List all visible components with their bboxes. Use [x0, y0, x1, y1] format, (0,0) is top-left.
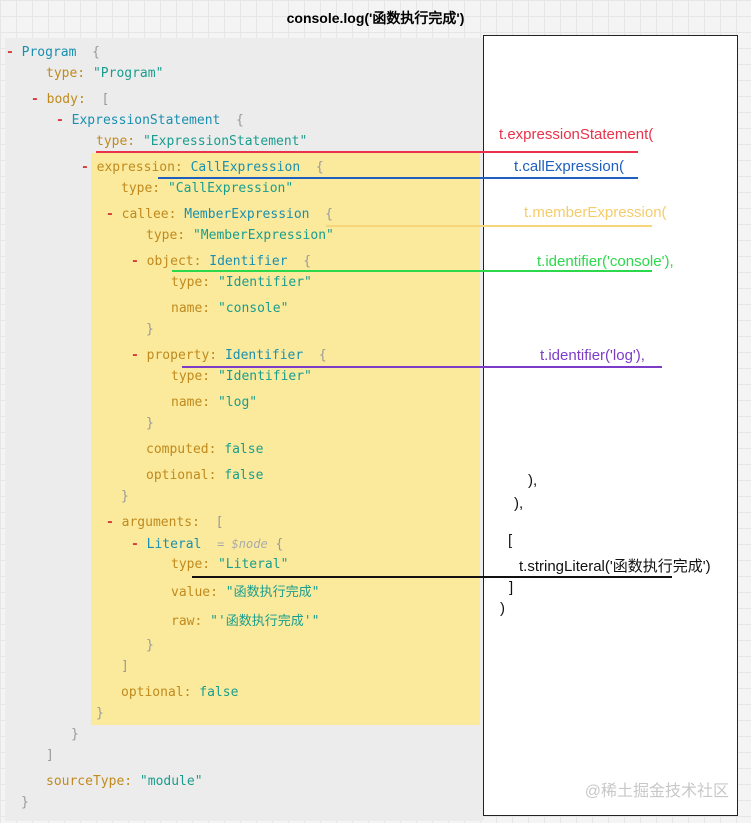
- ast-program-line: - Program {: [6, 45, 100, 60]
- rule-member-expression: [326, 225, 652, 227]
- page-title: console.log('函数执行完成'): [286, 10, 465, 26]
- ast-member-expression-type: type: "MemberExpression": [146, 228, 334, 243]
- ast-expression-line: - expression: CallExpression {: [81, 160, 324, 175]
- ast-member-optional: optional: false: [146, 468, 264, 483]
- builder-member-expression: t.memberExpression(: [524, 204, 667, 221]
- ast-body-line: - body: [: [31, 92, 110, 107]
- builder-string-literal: t.stringLiteral('函数执行完成'): [519, 558, 711, 575]
- ast-literal-close: }: [146, 638, 154, 653]
- ast-node-program: Program: [21, 45, 77, 60]
- rule-string-literal: [192, 576, 672, 578]
- builder-code-box: [483, 35, 738, 816]
- collapse-icon[interactable]: -: [131, 348, 139, 363]
- rule-identifier-console: [172, 270, 652, 272]
- ast-source-type: sourceType: "module": [46, 774, 203, 789]
- rule-expression-statement: [96, 151, 638, 153]
- collapse-icon[interactable]: -: [56, 113, 64, 128]
- ast-program-close: }: [21, 795, 29, 810]
- collapse-icon[interactable]: -: [131, 537, 139, 552]
- collapse-icon[interactable]: -: [106, 515, 114, 530]
- ast-literal-line: - Literal = $node {: [131, 537, 284, 552]
- builder-call-expression: t.callExpression(: [514, 158, 625, 175]
- ast-property-close: }: [146, 416, 154, 431]
- collapse-icon[interactable]: -: [81, 160, 89, 175]
- ast-object-type: type: "Identifier": [171, 275, 312, 290]
- ast-property-type: type: "Identifier": [171, 369, 312, 384]
- ast-call-optional: optional: false: [121, 685, 239, 700]
- builder-close-paren-2: ),: [514, 495, 524, 512]
- ast-literal-type: type: "Literal": [171, 557, 289, 572]
- builder-bracket-close: ]: [509, 579, 514, 596]
- rule-identifier-log: [182, 366, 662, 368]
- ast-property-line: - property: Identifier {: [131, 348, 327, 363]
- ast-computed: computed: false: [146, 442, 264, 457]
- collapse-icon[interactable]: -: [106, 207, 114, 222]
- ast-object-line: - object: Identifier {: [131, 254, 312, 269]
- collapse-icon[interactable]: -: [31, 92, 39, 107]
- ast-callee-line: - callee: MemberExpression {: [106, 207, 333, 222]
- ast-expression-statement-type: type: "ExpressionStatement": [96, 134, 308, 149]
- ast-literal-value: value: "函数执行完成": [171, 585, 320, 600]
- builder-expression-statement: t.expressionStatement(: [499, 126, 654, 143]
- ast-arguments-close: ]: [121, 659, 129, 674]
- ast-callee-close: }: [121, 489, 129, 504]
- ast-body-close: ]: [46, 748, 54, 763]
- builder-identifier-log: t.identifier('log'),: [540, 347, 645, 364]
- ast-expression-statement-line: - ExpressionStatement {: [56, 113, 244, 128]
- builder-bracket-open: [: [508, 532, 513, 549]
- ast-statement-close: }: [71, 727, 79, 742]
- call-expression-highlight: [91, 153, 480, 725]
- ast-property-name: name: "log": [171, 395, 258, 410]
- watermark: @稀土掘金技术社区: [584, 783, 729, 800]
- ast-call-expression-type: type: "CallExpression": [121, 181, 294, 196]
- ast-program-type: type: "Program": [46, 66, 164, 81]
- ast-object-name: name: "console": [171, 301, 289, 316]
- builder-identifier-console: t.identifier('console'),: [537, 253, 674, 270]
- collapse-icon[interactable]: -: [131, 254, 139, 269]
- rule-call-expression: [158, 177, 638, 179]
- builder-paren-close: ): [500, 600, 505, 617]
- ast-object-close: }: [146, 322, 154, 337]
- ast-literal-raw: raw: "'函数执行完成'": [171, 614, 320, 629]
- ast-expression-close: }: [96, 706, 104, 721]
- collapse-icon[interactable]: -: [6, 45, 14, 60]
- ast-arguments-line: - arguments: [: [106, 515, 224, 530]
- builder-close-paren-1: ),: [528, 472, 538, 489]
